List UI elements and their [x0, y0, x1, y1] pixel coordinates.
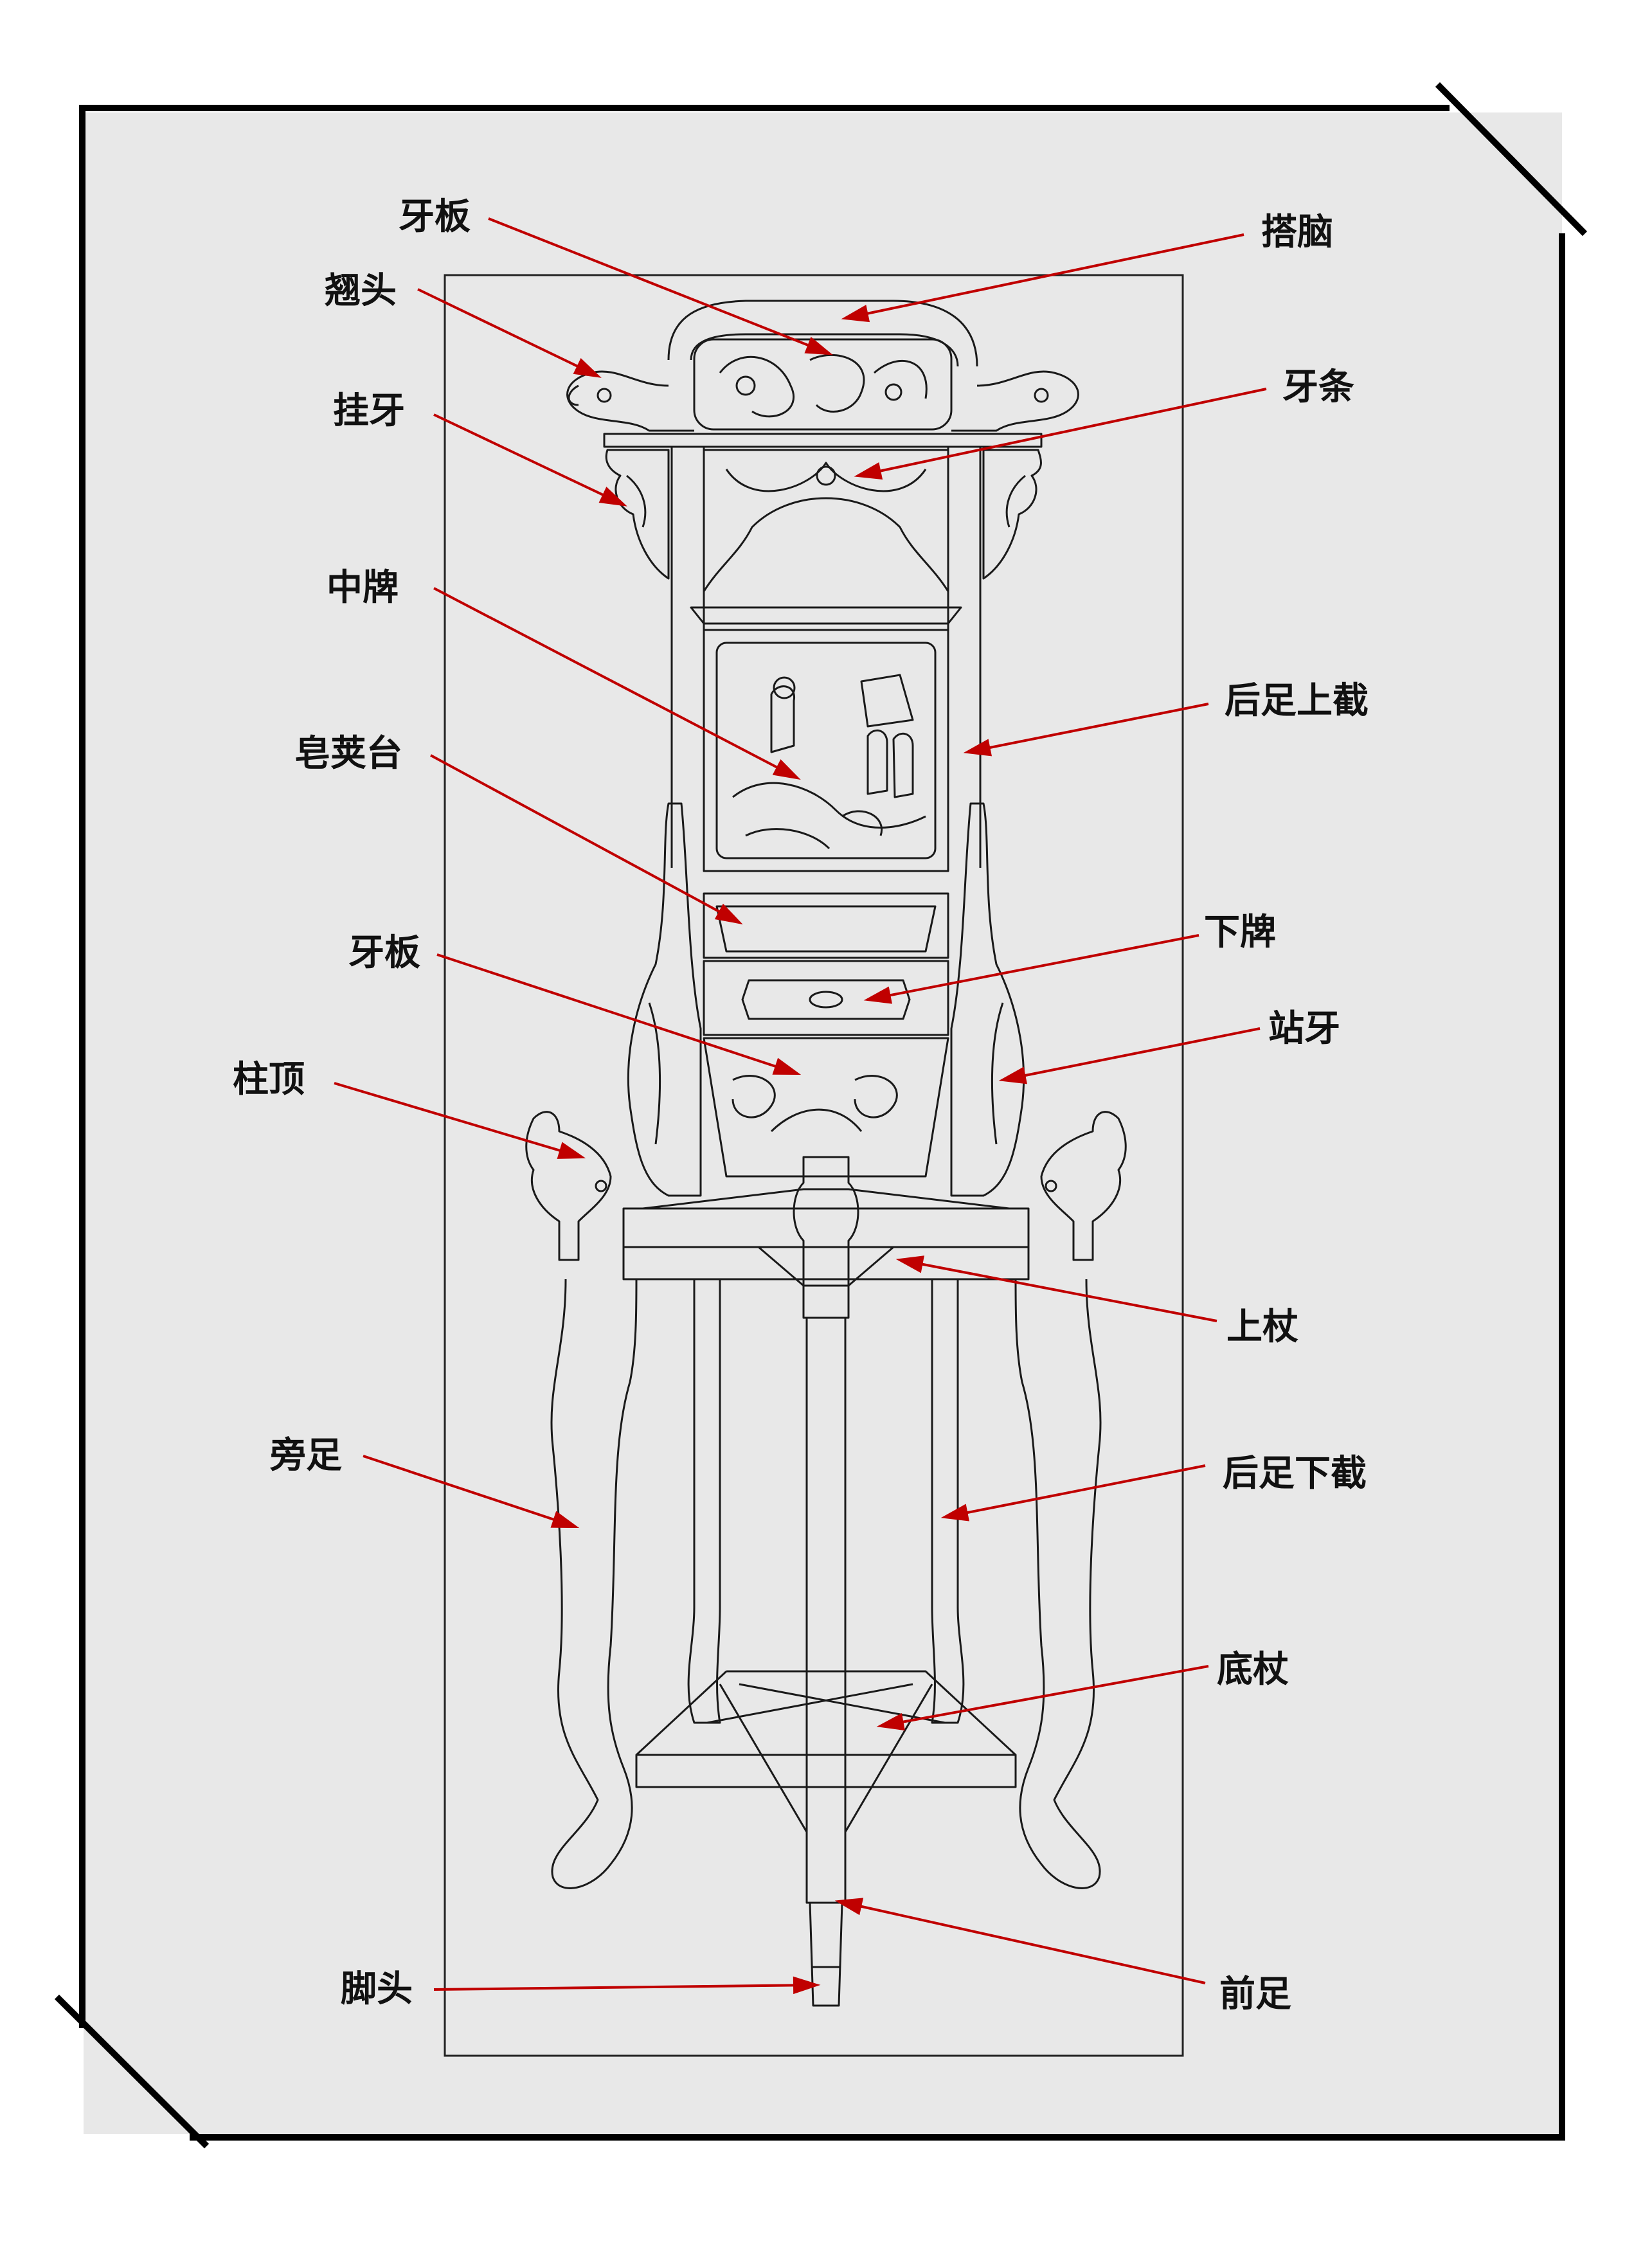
- arrowhead-qianzu: [834, 1898, 864, 1916]
- arrowhead-xiapai: [863, 986, 892, 1004]
- leader-line-zaojiatai: [430, 754, 740, 924]
- bottom-stretcher: [635, 1754, 1017, 1788]
- standing-spandrel-left: [627, 802, 702, 1197]
- side-leg-right: [1014, 1279, 1102, 1889]
- foot: [809, 1901, 843, 2007]
- crest-panel: [693, 338, 953, 431]
- arrowhead-yaban-mid: [772, 1057, 802, 1075]
- leader-line-dizhang: [880, 1665, 1209, 1727]
- leader-line-jiaotou: [433, 1984, 817, 1991]
- label-yaban-top: 牙板: [399, 196, 471, 238]
- arrowhead-danao: [841, 305, 870, 323]
- label-danao: 搭脑: [1261, 211, 1333, 253]
- soap-pod-shelf: [703, 892, 949, 959]
- leader-lines: [334, 217, 1267, 1995]
- arrowhead-zhuding: [557, 1142, 586, 1159]
- leader-line-guaya: [433, 413, 624, 506]
- lower-panel: [703, 960, 949, 1036]
- drawing-border: [444, 274, 1184, 2057]
- leader-line-houzu-shang: [967, 703, 1209, 753]
- arrowhead-zaojiatai: [714, 903, 743, 925]
- arrowhead-shangzhang: [895, 1255, 924, 1273]
- label-guaya: 挂牙: [333, 390, 405, 432]
- label-xiapai: 下牌: [1204, 912, 1276, 953]
- crest-rail: [667, 300, 978, 367]
- crest-end-right: [951, 370, 1079, 432]
- arrowhead-jiaotou: [793, 1976, 821, 1995]
- leader-line-yaban-top: [488, 217, 830, 355]
- arrowhead-houzu-shang: [963, 739, 992, 757]
- label-houzu-xia: 后足下截: [1223, 1453, 1367, 1495]
- leader-line-yaban-mid: [436, 953, 798, 1075]
- arrowhead-yaban-top: [804, 336, 834, 355]
- label-zaojiatai: 皂荚台: [294, 733, 402, 775]
- front-post-top: [793, 1156, 859, 1319]
- leader-line-zhanya: [1002, 1027, 1261, 1081]
- post-finial-left: [525, 1111, 612, 1261]
- label-yaban-mid: 牙板: [348, 932, 420, 974]
- top-apron: [703, 449, 949, 593]
- leader-line-pangzu: [363, 1455, 576, 1528]
- upper-stretcher: [622, 1207, 1030, 1280]
- leader-line-qianzu: [838, 1900, 1206, 1984]
- label-pangzu: 旁足: [270, 1435, 342, 1477]
- label-jiaotou: 脚头: [341, 1968, 413, 2010]
- leader-line-xiapai: [867, 934, 1199, 1001]
- arrowhead-chitou: [573, 357, 602, 378]
- arrowhead-yatiao: [854, 462, 883, 480]
- label-zhuding: 柱顶: [233, 1059, 305, 1101]
- center-panel: [703, 629, 949, 872]
- leader-line-chitou: [417, 288, 598, 377]
- label-yatiao: 牙条: [1282, 366, 1354, 408]
- hanging-bracket-left: [605, 449, 670, 580]
- leader-line-houzu-xia: [944, 1464, 1206, 1518]
- label-zhanya: 站牙: [1268, 1008, 1340, 1050]
- label-chitou: 翘头: [325, 270, 397, 312]
- label-houzu-shang: 后足上截: [1225, 680, 1369, 722]
- leader-line-yatiao: [857, 388, 1267, 477]
- arrowhead-pangzu: [550, 1511, 580, 1529]
- hanging-bracket-right: [982, 449, 1042, 580]
- post-finial-right: [1040, 1111, 1127, 1261]
- background-panel: [84, 112, 1562, 2134]
- crest-end-left: [566, 370, 694, 432]
- leader-line-shangzhang: [899, 1259, 1217, 1322]
- label-dizhang: 底杖: [1217, 1649, 1289, 1691]
- label-qianzu: 前足: [1219, 1973, 1291, 2015]
- arrowhead-zhanya: [998, 1066, 1027, 1084]
- label-zhongpai: 中牌: [327, 567, 399, 609]
- leader-line-zhongpai: [433, 587, 798, 779]
- leader-line-zhuding: [334, 1082, 582, 1158]
- standing-spandrel-right: [950, 802, 1025, 1197]
- arrowhead-houzu-xia: [940, 1504, 969, 1522]
- arrowhead-dizhang: [876, 1713, 905, 1731]
- leader-line-danao: [845, 233, 1244, 319]
- arrowhead-zhongpai: [772, 759, 801, 780]
- label-shangzhang: 上杖: [1226, 1306, 1298, 1348]
- frame-border: [54, 82, 1588, 2149]
- front-apron: [703, 1037, 949, 1178]
- arrowhead-guaya: [598, 487, 627, 507]
